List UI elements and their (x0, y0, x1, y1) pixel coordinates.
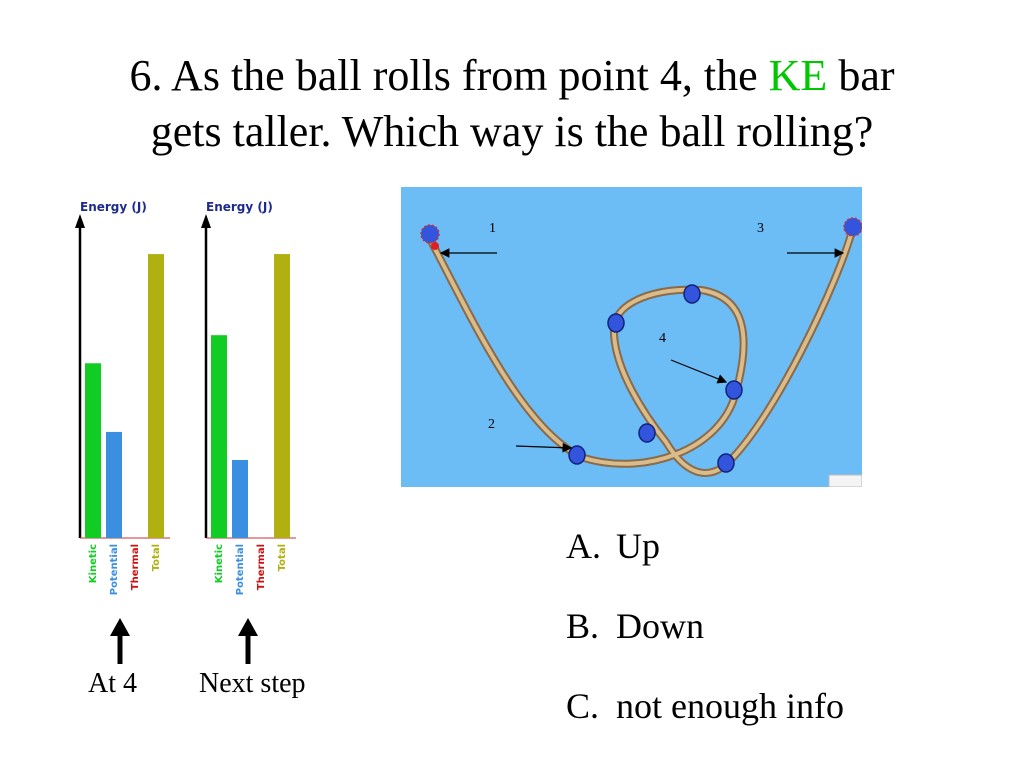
answer-choices: A. Up B. Down C. not enough info (566, 526, 844, 766)
energy-chart-next-step: Kinetic Potential Thermal Total Energy (J) (196, 190, 306, 610)
point-label-2: 2 (488, 417, 495, 432)
choice-b-letter: B. (566, 606, 600, 646)
choice-b-text: Down (616, 606, 704, 646)
bar-total (274, 254, 290, 538)
ball-start-left (420, 224, 440, 244)
y-axis-arrow-icon (75, 214, 85, 228)
choice-c-letter: C. (566, 686, 600, 726)
ke-highlight: KE (768, 51, 828, 100)
question-line-1: 6. As the ball rolls from point 4, the K… (0, 48, 1024, 104)
choice-b[interactable]: B. Down (566, 606, 844, 646)
bar-potential (232, 460, 248, 538)
y-axis-arrow-icon (201, 214, 211, 228)
caption-next-step: Next step (199, 668, 306, 699)
up-arrow-icon (238, 618, 258, 664)
category-label-potential: Potential (235, 544, 246, 595)
track-diagram-svg: 1 2 3 4 (420, 217, 862, 487)
category-label-thermal: Thermal (256, 544, 267, 590)
choice-c[interactable]: C. not enough info (566, 686, 844, 726)
question-line-2: gets taller. Which way is the ball rolli… (150, 107, 874, 156)
ball (717, 453, 735, 473)
energy-chart-1-svg: Kinetic Potential Thermal Total (75, 214, 170, 595)
track-diagram: 1 2 3 4 (401, 187, 862, 487)
category-label-thermal: Thermal (130, 544, 141, 590)
chart-2-title: Energy (J) (206, 200, 273, 214)
choice-a-text: Up (616, 526, 660, 566)
ball-start-right (843, 217, 862, 237)
question-text-before: 6. As the ball rolls from point 4, the (129, 51, 769, 100)
choice-a-letter: A. (566, 526, 601, 566)
arrow-point-2 (515, 442, 573, 453)
chart-1-title: Energy (J) (80, 200, 147, 214)
category-label-total: Total (151, 544, 162, 571)
ball (638, 423, 656, 443)
ball-marker-red (431, 242, 439, 250)
category-label-potential: Potential (109, 544, 120, 595)
category-label-kinetic: Kinetic (214, 544, 225, 583)
point-label-3: 3 (757, 221, 764, 236)
choice-a[interactable]: A. Up (566, 526, 844, 566)
energy-chart-2-svg: Kinetic Potential Thermal Total (201, 214, 296, 595)
category-label-total: Total (277, 544, 288, 571)
category-label-kinetic: Kinetic (88, 544, 99, 583)
bar-total (148, 254, 164, 538)
point-label-1: 1 (489, 221, 496, 236)
question-title: 6. As the ball rolls from point 4, the K… (0, 48, 1024, 160)
energy-chart-at-4: Kinetic Potential Thermal Total Energy (J) (70, 190, 180, 610)
arrow-point-4 (670, 359, 728, 384)
up-arrow-icon (110, 618, 130, 664)
bar-kinetic (211, 335, 227, 538)
ball (607, 313, 625, 333)
zoom-control-icon[interactable] (828, 474, 862, 487)
ball-point-2 (568, 445, 586, 465)
ball (683, 284, 701, 304)
bar-potential (106, 431, 122, 538)
question-text-after: bar (827, 51, 895, 100)
caption-at-4: At 4 (88, 668, 137, 699)
point-label-4: 4 (659, 331, 666, 346)
choice-c-text: not enough info (616, 686, 844, 726)
ball-point-4 (725, 380, 743, 400)
bar-kinetic (85, 363, 101, 538)
